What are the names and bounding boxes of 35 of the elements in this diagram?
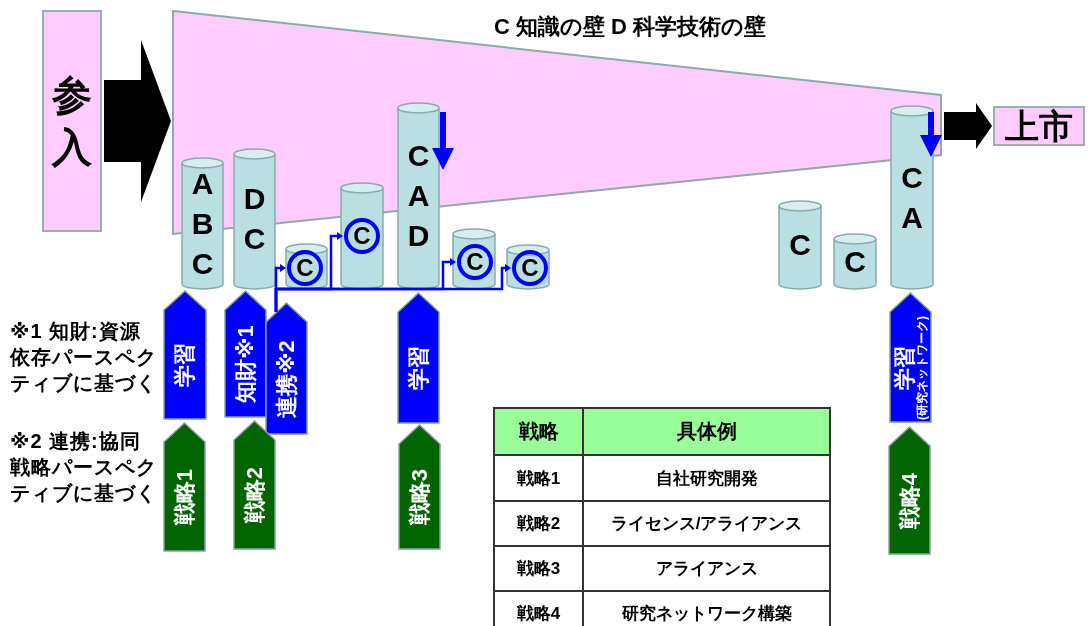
cylinder: D C: [233, 148, 276, 290]
cylinder: C A: [890, 105, 934, 290]
pentagon-label: 戦略4: [888, 426, 931, 555]
table-cell: ライセンス/アライアンス: [583, 501, 830, 546]
connector-arrow: [274, 264, 511, 312]
label-box: 上市: [993, 106, 1085, 146]
cylinder: C: [833, 233, 877, 290]
cylinder: C A D: [397, 102, 440, 290]
table-cell: アライアンス: [583, 546, 830, 591]
footnote: ※2 連携:協同戦略パースペクティブに基づく: [10, 429, 158, 506]
cylinder: A B C: [181, 157, 224, 290]
table-cell: 戦略3: [494, 546, 583, 591]
table-cell: 戦略2: [494, 501, 583, 546]
cylinder: C: [778, 200, 822, 290]
circled-letter: C: [512, 250, 548, 286]
circled-letter: C: [287, 250, 323, 286]
pentagon-label: 戦略2: [233, 420, 276, 550]
pentagon-label: 知財※1: [224, 290, 267, 418]
circled-letter: C: [344, 218, 380, 254]
table-cell: 自社研究開発: [583, 455, 830, 501]
block-arrow: [944, 103, 992, 149]
table-header-cell: 具体例: [583, 408, 830, 455]
pentagon-label: 学習: [397, 292, 440, 424]
pentagon-label: 連携※2: [265, 302, 308, 435]
footnote: ※1 知財:資源依存パースペクティブに基づく: [10, 319, 158, 396]
pentagon-label: 学習: [163, 290, 207, 420]
circled-letter: C: [457, 244, 493, 280]
pentagon-label: 学習 (研究ネットワーク): [889, 292, 932, 423]
table-cell: 戦略1: [494, 455, 583, 501]
block-arrow: [104, 40, 171, 202]
table-cell: 戦略4: [494, 591, 583, 626]
pentagon-label: 戦略3: [398, 424, 441, 550]
pentagon-label: 戦略1: [163, 422, 206, 552]
table-header-cell: 戦略: [494, 408, 583, 455]
label-box: 参入: [42, 10, 102, 232]
